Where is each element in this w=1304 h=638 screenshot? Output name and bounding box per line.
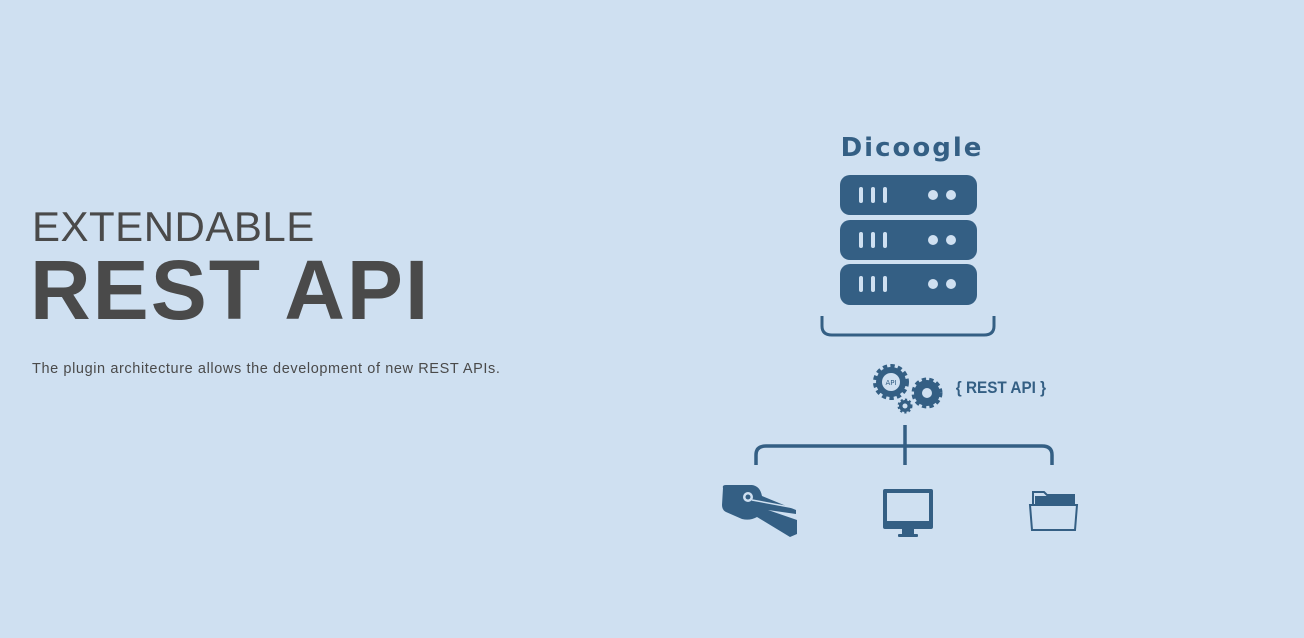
hero-title: REST API [30,243,431,337]
hero-description: The plugin architecture allows the devel… [32,361,501,377]
monitor-icon [883,489,933,537]
server-bracket [820,316,996,337]
folder-icon [1028,491,1079,531]
hero-kicker: EXTENDABLE [32,203,315,250]
gears-icon: API [873,364,943,414]
server-icon [840,175,977,305]
client-bracket [754,425,1054,465]
svg-text:Dicoogle: Dicoogle [841,133,984,163]
dicoogle-logo: Dicoogle [841,133,984,163]
rest-api-label: { REST API } [956,378,1047,397]
svg-text:API: API [885,379,896,387]
mri-scanner-icon [722,485,797,537]
